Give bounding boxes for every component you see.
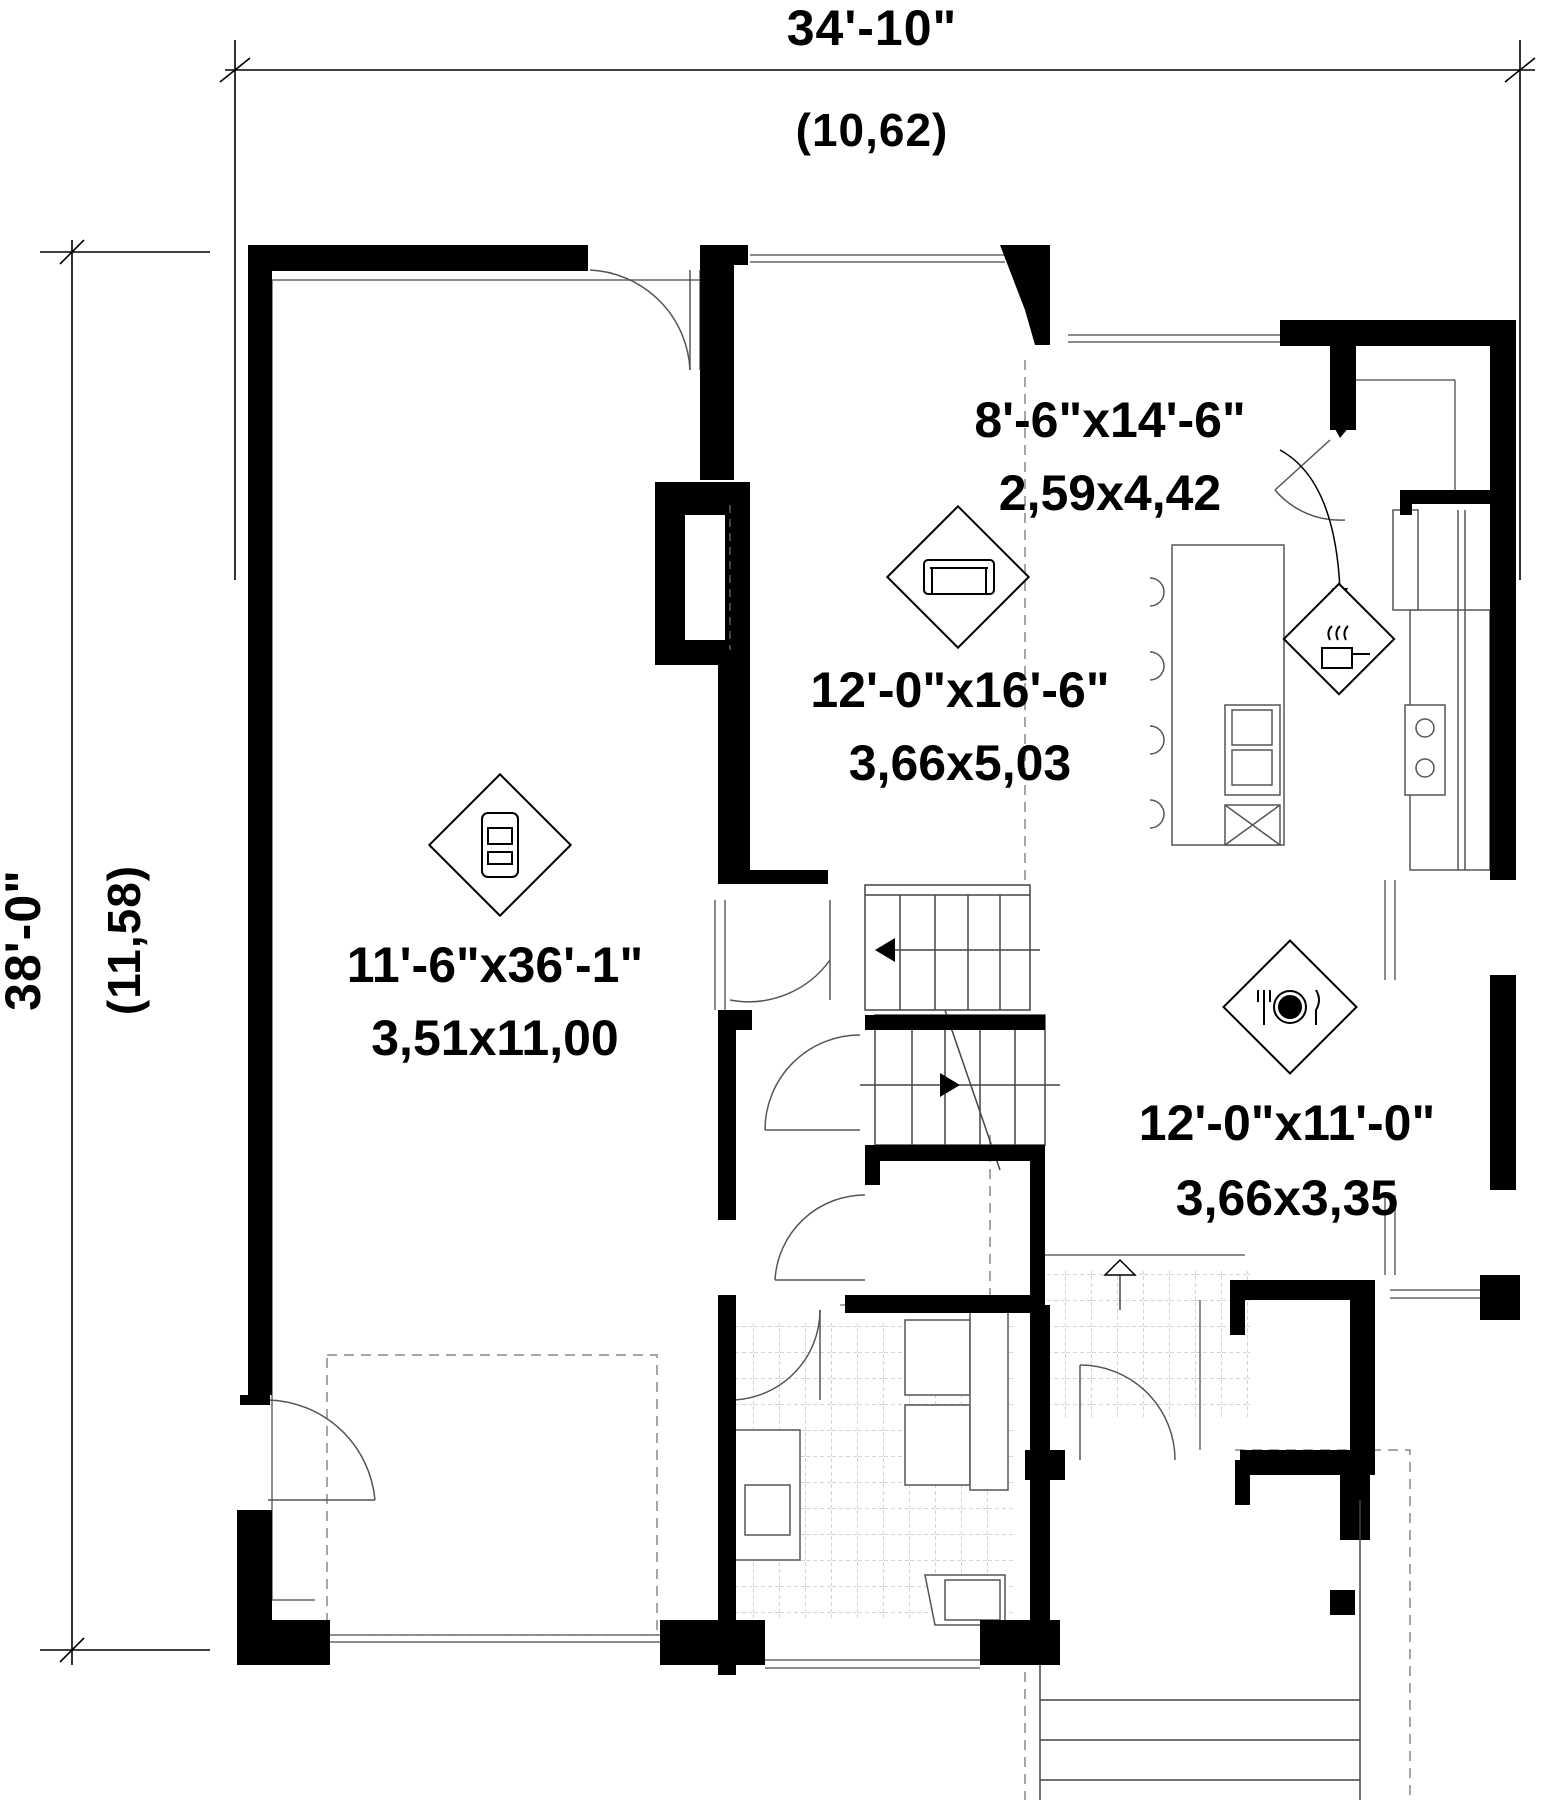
stair-arrow-up-icon [875, 938, 895, 962]
sofa-icon [923, 559, 995, 595]
garage-size-metric: 3,51x11,00 [371, 1010, 619, 1066]
kitchen-size-imperial: 8'-6"x14'-6" [974, 392, 1245, 448]
width-dimension-metric: (10,62) [796, 104, 949, 156]
width-dimension-imperial: 34'-10" [787, 0, 957, 56]
fireplace [655, 482, 750, 665]
cooking-pot-icon [1321, 625, 1370, 669]
plate-cutlery-icon [1257, 989, 1320, 1025]
stair-arrow-down-icon [940, 1073, 960, 1097]
room-icon-garage [427, 772, 573, 918]
tile-floor-entry [1045, 1270, 1250, 1420]
walls [237, 245, 1520, 1675]
garage-size-imperial: 11'-6"x36'-1" [347, 937, 643, 993]
depth-dimension-metric: (11,58) [98, 865, 150, 1015]
depth-dimension-imperial: 38'-0" [0, 869, 51, 1011]
living-room-size-metric: 3,66x5,03 [849, 735, 1071, 791]
kitchen-fixtures [1149, 509, 1491, 871]
dining-room-size-metric: 3,66x3,35 [1176, 1170, 1398, 1226]
room-icon-living [885, 504, 1031, 650]
kitchen-size-metric: 2,59x4,42 [999, 465, 1221, 521]
porch-steps [1039, 1500, 1361, 1800]
car-icon [481, 812, 519, 878]
door-swings [267, 269, 1346, 1501]
living-room-size-imperial: 12'-0"x16'-6" [810, 662, 1109, 718]
room-icon-kitchen [1282, 582, 1396, 696]
entry-arrow-icon [1103, 1258, 1137, 1276]
dining-room-size-imperial: 12'-0"x11'-0" [1139, 1095, 1435, 1151]
room-icon-dining [1222, 939, 1358, 1075]
dimension-lines [40, 40, 1536, 1665]
